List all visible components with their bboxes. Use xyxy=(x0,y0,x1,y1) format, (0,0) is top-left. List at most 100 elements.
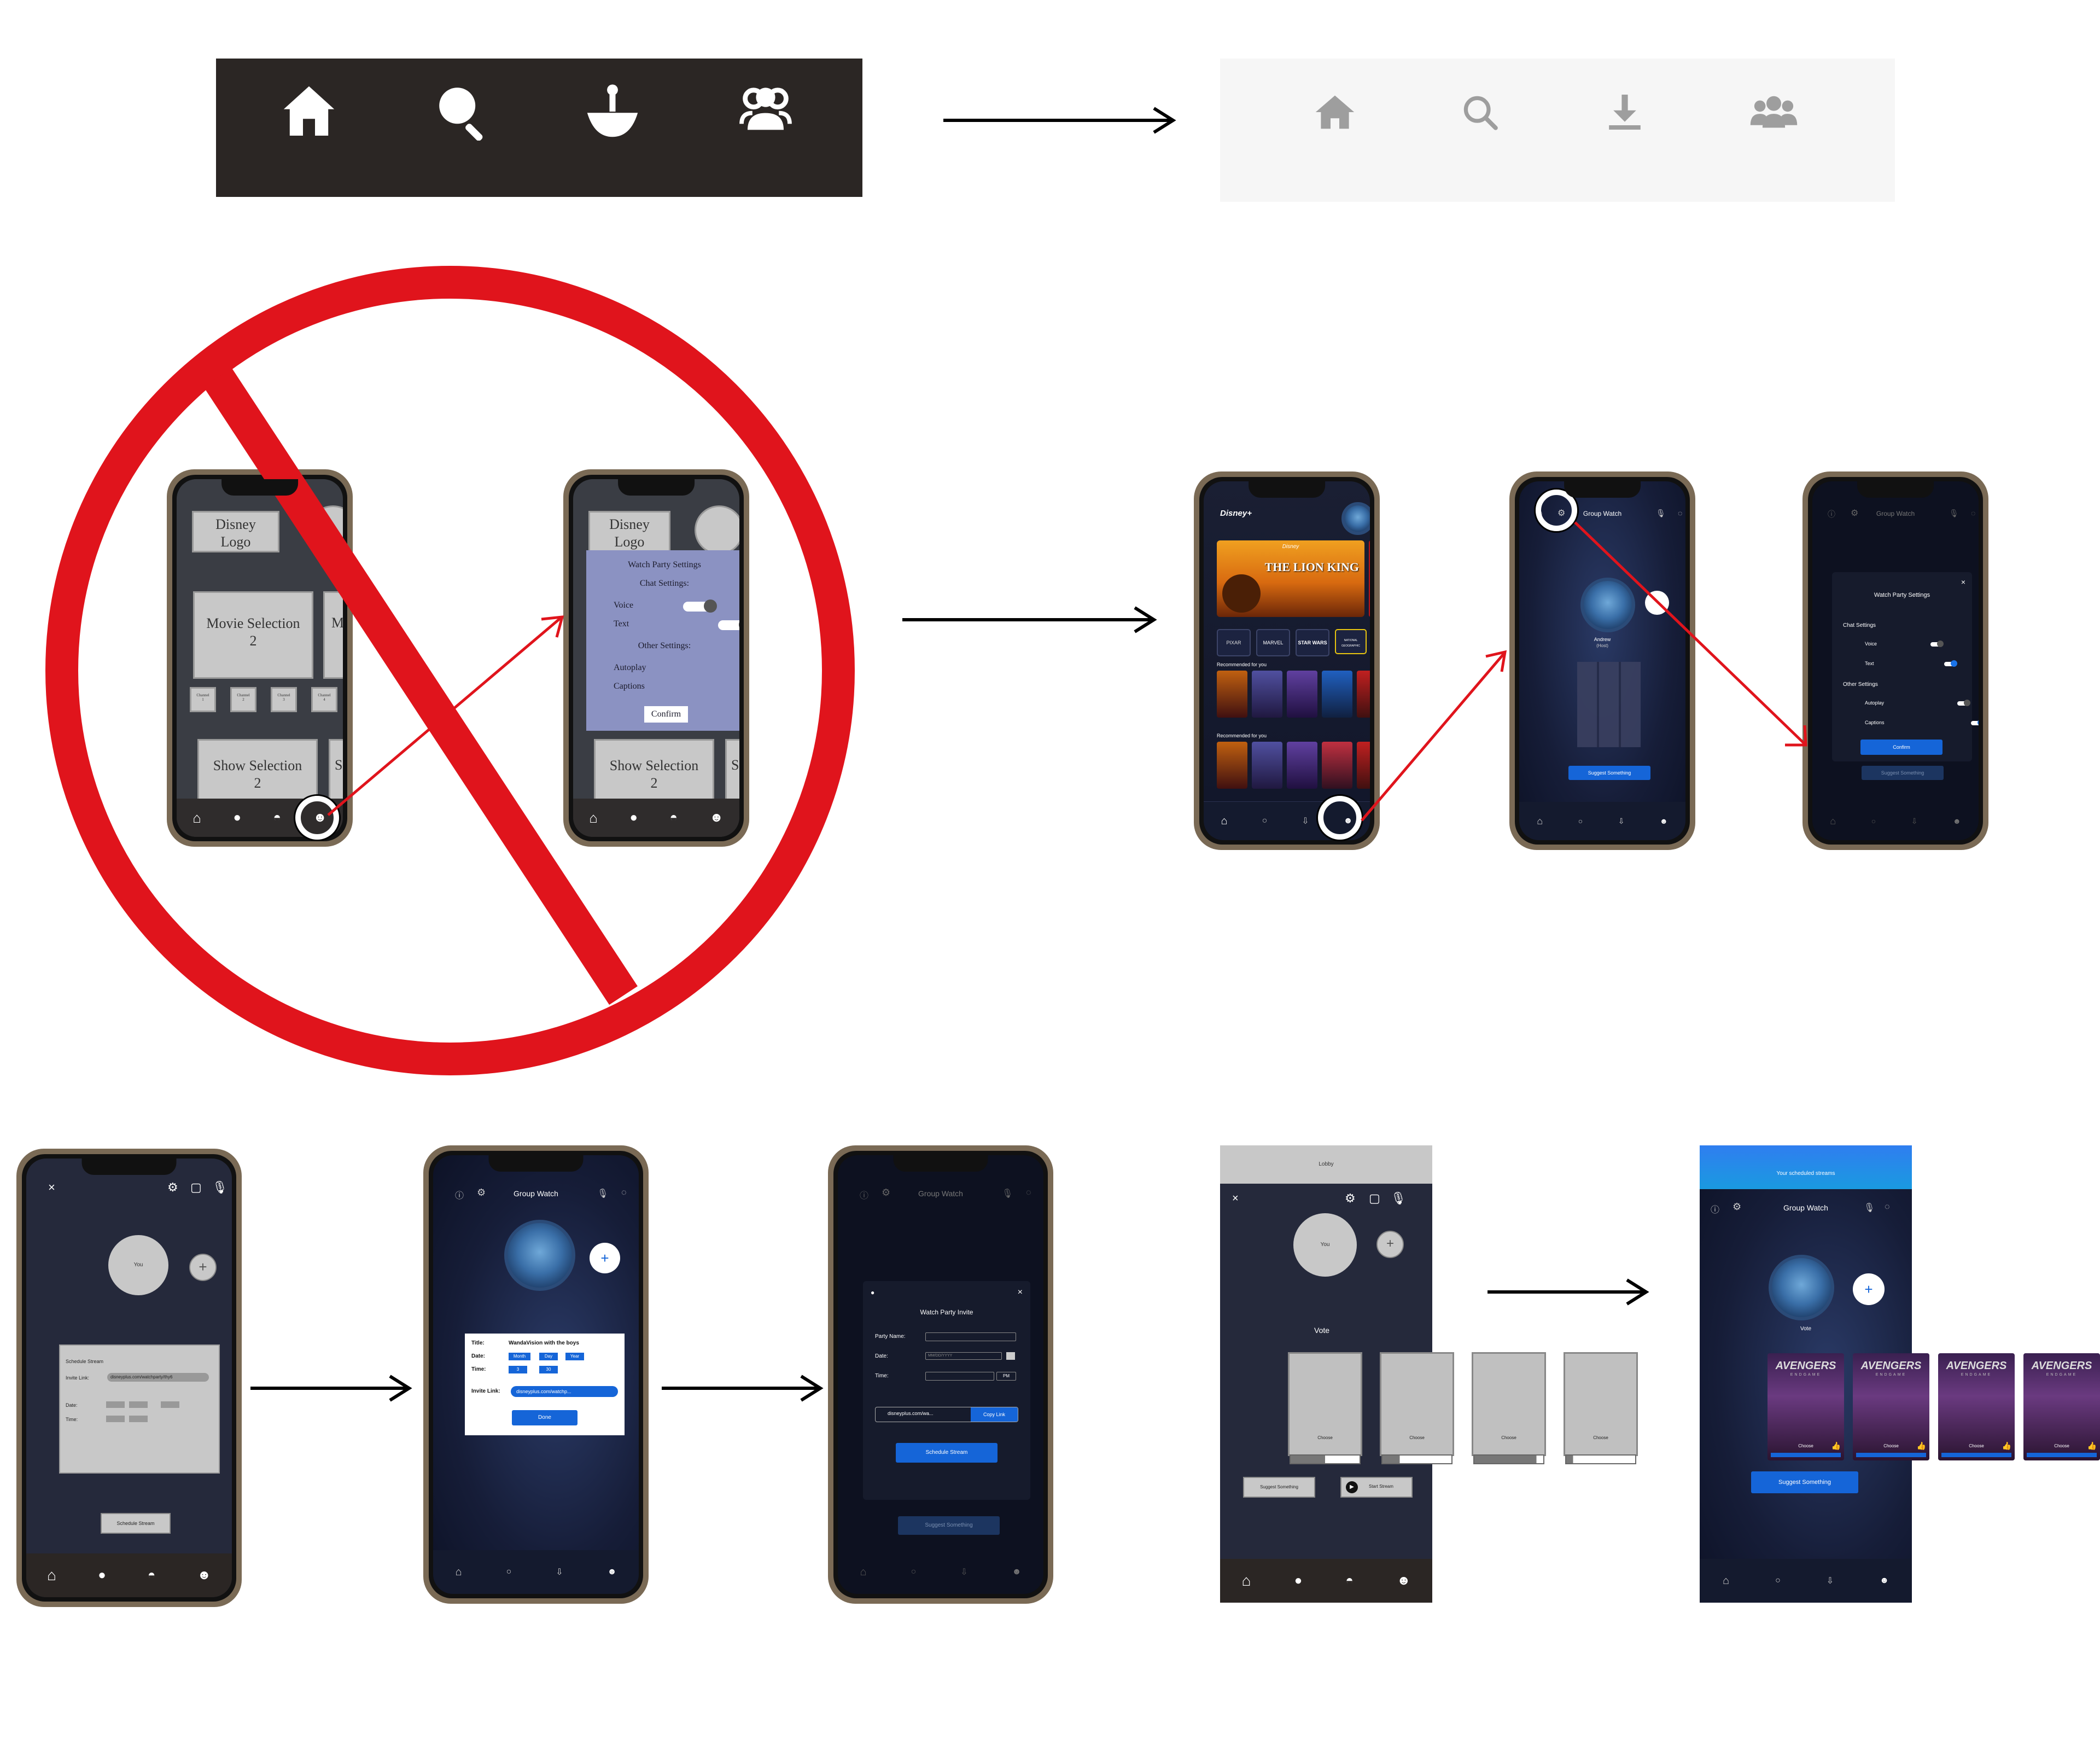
download-icon[interactable]: ⇩ xyxy=(960,1568,968,1577)
download-icon[interactable]: ⇩ xyxy=(556,1568,563,1577)
home-icon[interactable]: ⌂ xyxy=(455,1565,462,1578)
chat-icon[interactable]: ◌ xyxy=(1885,1202,1890,1212)
chat-icon[interactable]: ▢ xyxy=(1369,1191,1380,1205)
chat-icon[interactable]: ◌ xyxy=(1678,509,1683,517)
brand-tile[interactable]: STAR WARS xyxy=(1296,629,1329,656)
confirm-button[interactable]: Confirm xyxy=(644,706,688,723)
scheduled-streams-banner[interactable]: Your scheduled streams xyxy=(1700,1145,1912,1189)
chat-icon[interactable]: ▢ xyxy=(190,1180,202,1194)
home-icon[interactable]: ⌂ xyxy=(1241,1572,1251,1589)
thumbs-up-icon[interactable]: 👍 xyxy=(2002,1441,2011,1450)
brand-tile[interactable]: PIXAR xyxy=(1217,629,1251,656)
suggest-button[interactable]: Suggest Something xyxy=(898,1516,1000,1535)
group-icon[interactable]: ☻ xyxy=(1012,1567,1022,1576)
hero-banner[interactable]: Disney THE LION KING xyxy=(1217,540,1364,617)
home-icon[interactable]: ⌂ xyxy=(860,1565,867,1578)
date-input[interactable]: MM/DD/YYYY xyxy=(925,1352,1002,1360)
schedule-stream-button[interactable]: Schedule Stream xyxy=(896,1443,998,1463)
title-input[interactable]: WandaVision with the boys xyxy=(509,1340,579,1346)
search-icon[interactable]: ● xyxy=(1294,1573,1303,1588)
search-icon[interactable]: ● xyxy=(233,810,241,825)
chat-icon[interactable]: ◌ xyxy=(1971,509,1976,517)
poster-option[interactable]: AVENGERS ENDGAME Choose 👍 xyxy=(2023,1353,2100,1460)
info-icon[interactable]: ⓘ xyxy=(1711,1206,1720,1215)
download-icon[interactable]: ◓ xyxy=(147,1568,156,1582)
close-icon[interactable]: × xyxy=(48,1180,55,1194)
group-icon[interactable]: ☻ xyxy=(1880,1576,1889,1585)
mic-icon[interactable]: 🎙 xyxy=(1002,1189,1013,1198)
group-icon[interactable]: ☻ xyxy=(197,1568,211,1582)
search-icon[interactable]: ● xyxy=(98,1568,106,1582)
start-stream-button[interactable]: ▶ Start Stream xyxy=(1340,1477,1413,1498)
hour-field[interactable]: 3 xyxy=(509,1366,527,1373)
voice-toggle[interactable] xyxy=(1930,641,1944,647)
mic-icon[interactable]: 🎙 xyxy=(597,1189,609,1198)
minute-field[interactable]: 30 xyxy=(539,1366,558,1373)
vote-card[interactable]: Choose xyxy=(1472,1352,1546,1464)
search-icon[interactable]: ○ xyxy=(1871,817,1876,825)
close-icon[interactable]: × xyxy=(1017,1288,1023,1297)
mic-icon[interactable]: 🎙 xyxy=(1391,1191,1406,1205)
search-icon[interactable]: ○ xyxy=(1578,817,1583,825)
gear-icon[interactable]: ⚙ xyxy=(882,1187,891,1198)
search-icon[interactable]: ○ xyxy=(506,1567,512,1576)
suggest-button[interactable]: Suggest Something xyxy=(1751,1471,1858,1493)
download-icon[interactable]: ⇩ xyxy=(1618,816,1625,825)
thumbs-up-icon[interactable]: 👍 xyxy=(1831,1441,1841,1450)
month-field[interactable]: Month xyxy=(509,1353,530,1360)
schedule-stream-button[interactable]: Schedule Stream xyxy=(101,1513,171,1534)
group-icon[interactable]: ☻ xyxy=(1397,1573,1411,1588)
add-button[interactable]: + xyxy=(590,1243,620,1273)
group-icon[interactable]: ☻ xyxy=(709,810,724,825)
group-icon[interactable]: ☻ xyxy=(607,1567,617,1576)
info-icon[interactable]: ⓘ xyxy=(1828,510,1835,519)
suggest-button[interactable]: Suggest Something xyxy=(1243,1477,1315,1498)
text-toggle[interactable] xyxy=(718,618,739,632)
vote-card[interactable]: Choose xyxy=(1564,1352,1638,1464)
info-icon[interactable]: ⓘ xyxy=(455,1191,464,1201)
poster-option[interactable]: AVENGERS ENDGAME Choose 👍 xyxy=(1768,1353,1844,1460)
autoplay-toggle[interactable] xyxy=(1957,700,1971,706)
download-icon[interactable]: ⇩ xyxy=(1911,816,1918,825)
poster-option[interactable]: AVENGERS ENDGAME Choose 👍 xyxy=(1853,1353,1929,1460)
home-icon[interactable]: ⌂ xyxy=(1537,815,1543,826)
confirm-button[interactable]: Confirm xyxy=(1860,740,1942,755)
close-icon[interactable]: × xyxy=(1232,1192,1239,1204)
ampm-select[interactable]: PM xyxy=(996,1372,1016,1381)
info-icon[interactable]: ⓘ xyxy=(860,1191,869,1201)
invite-link[interactable]: disneyplus.com/watchparty/thy6 xyxy=(107,1373,209,1382)
add-button[interactable]: + xyxy=(189,1254,217,1281)
year-field[interactable]: Year xyxy=(565,1353,584,1360)
download-icon[interactable]: ◓ xyxy=(1345,1573,1354,1588)
day-field[interactable]: Day xyxy=(539,1353,558,1360)
thumbs-up-icon[interactable]: 👍 xyxy=(1916,1441,1926,1450)
search-icon[interactable]: ● xyxy=(629,810,638,825)
add-button[interactable]: + xyxy=(1376,1231,1404,1258)
chat-icon[interactable]: ◌ xyxy=(1026,1188,1031,1197)
gear-icon[interactable]: ⚙ xyxy=(1732,1201,1742,1212)
home-icon[interactable]: ⌂ xyxy=(47,1567,57,1584)
gear-icon[interactable]: ⚙ xyxy=(1345,1191,1356,1205)
thumbs-up-icon[interactable]: 👍 xyxy=(2087,1441,2097,1450)
download-icon[interactable]: ⇩ xyxy=(1302,817,1309,826)
download-icon[interactable]: ◓ xyxy=(669,810,678,825)
group-icon[interactable]: ☻ xyxy=(1659,817,1668,825)
brand-tile[interactable]: NATIONAL GEOGRAPHIC xyxy=(1335,629,1367,654)
suggest-button[interactable]: Suggest Something xyxy=(1568,766,1650,780)
vote-card[interactable]: Choose xyxy=(1288,1352,1362,1464)
copy-link-button[interactable]: Copy Link xyxy=(971,1407,1018,1422)
suggest-button[interactable]: Suggest Something xyxy=(1862,766,1944,780)
calendar-icon[interactable] xyxy=(1006,1352,1015,1360)
close-icon[interactable]: × xyxy=(1961,578,1965,586)
home-icon[interactable]: ⌂ xyxy=(1221,814,1228,827)
download-icon[interactable]: ⇩ xyxy=(1826,1576,1834,1586)
search-icon[interactable]: ○ xyxy=(1262,816,1268,825)
done-button[interactable]: Done xyxy=(512,1410,578,1425)
mic-icon[interactable]: 🎙 xyxy=(212,1180,228,1194)
gear-icon[interactable]: ⚙ xyxy=(1851,509,1859,518)
home-icon[interactable]: ⌂ xyxy=(589,809,598,826)
search-icon[interactable]: ○ xyxy=(1775,1576,1781,1585)
brand-tile[interactable]: MARVEL xyxy=(1256,629,1290,656)
chat-icon[interactable]: ◌ xyxy=(621,1188,627,1197)
voice-toggle[interactable] xyxy=(683,599,717,613)
